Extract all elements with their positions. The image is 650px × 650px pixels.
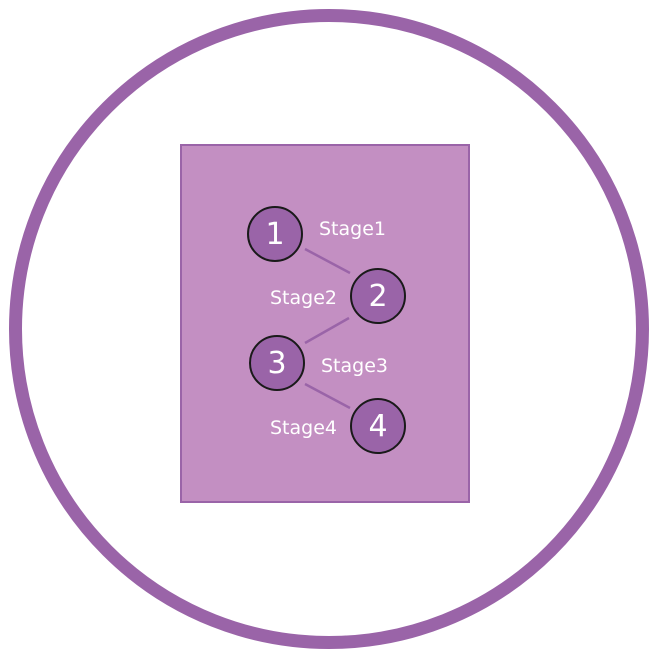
stage-4-node: 4 bbox=[350, 398, 406, 454]
stage-2-node: 2 bbox=[350, 268, 406, 324]
stage-1-label: Stage1 bbox=[319, 218, 386, 240]
connector-3-4 bbox=[304, 382, 351, 410]
stage-3-number: 3 bbox=[267, 345, 287, 381]
stage-3-label: Stage3 bbox=[321, 355, 388, 377]
stage-1-node: 1 bbox=[247, 206, 303, 262]
stage-2-label: Stage2 bbox=[270, 287, 337, 309]
stage-2-number: 2 bbox=[368, 278, 388, 314]
connector-1-2 bbox=[304, 247, 351, 275]
stage-1-number: 1 bbox=[265, 216, 285, 252]
connector-2-3 bbox=[304, 316, 350, 345]
stage-panel bbox=[180, 144, 470, 503]
stage-4-number: 4 bbox=[368, 408, 388, 444]
stage-4-label: Stage4 bbox=[270, 417, 337, 439]
stage-3-node: 3 bbox=[249, 335, 305, 391]
